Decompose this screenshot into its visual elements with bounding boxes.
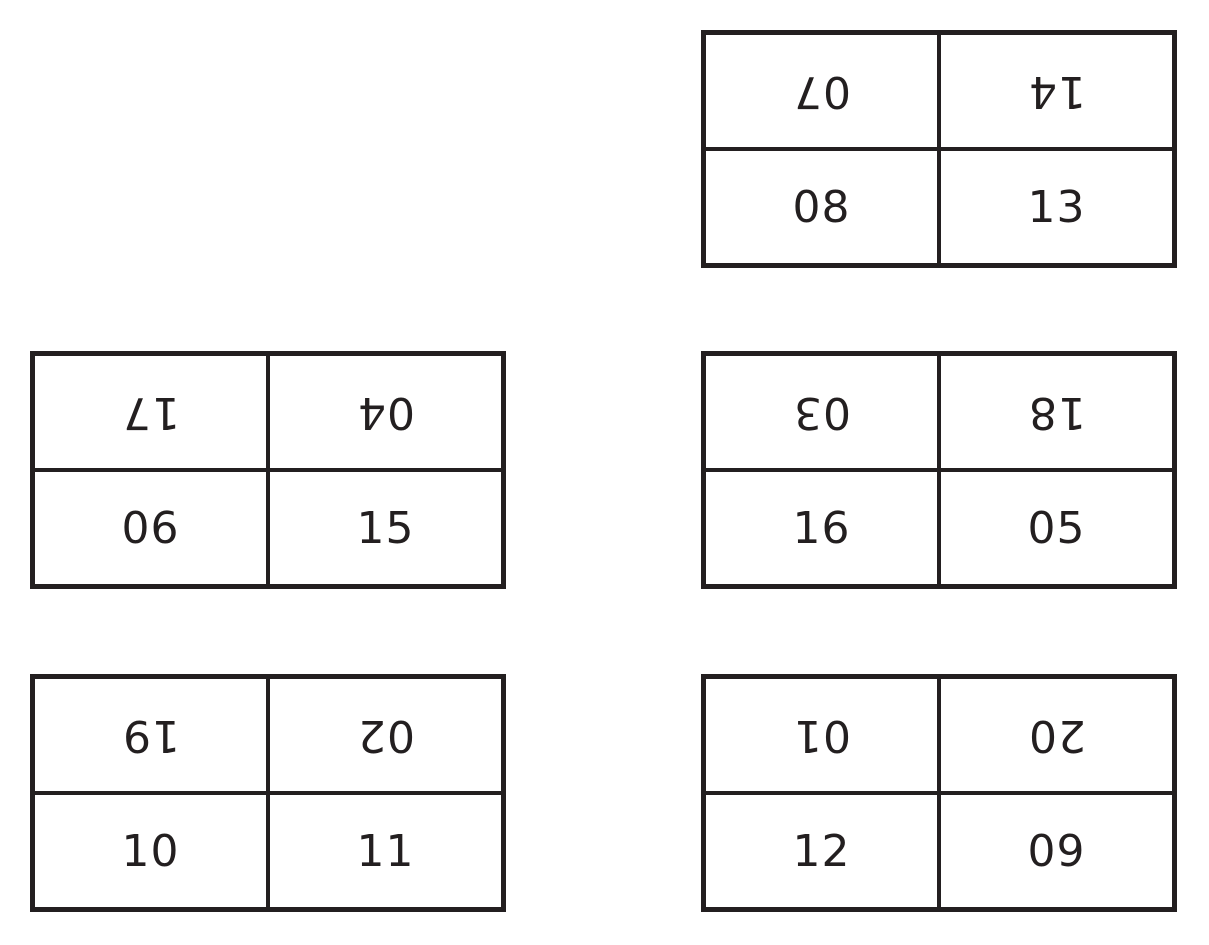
seat-cell: 09	[939, 793, 1172, 907]
seat-cell: 19	[35, 679, 268, 793]
seat-number-upside-down: 03	[792, 386, 851, 438]
seat-number: 13	[1027, 181, 1086, 233]
seat-number: 09	[1027, 825, 1086, 877]
seat-number: 08	[792, 181, 851, 233]
seat-number: 16	[792, 502, 851, 554]
seat-number-upside-down: 02	[356, 709, 415, 761]
seat-block-bottom-right: 01 20 12 09	[701, 674, 1177, 912]
seat-cell: 02	[268, 679, 501, 793]
seat-cell: 04	[268, 356, 501, 470]
seat-number: 12	[792, 825, 851, 877]
seat-cell: 14	[939, 35, 1172, 149]
seat-block-bottom-left: 19 02 10 11	[30, 674, 506, 912]
seat-number-upside-down: 18	[1027, 386, 1086, 438]
seat-number: 10	[121, 825, 180, 877]
seat-number-upside-down: 01	[792, 709, 851, 761]
seat-cell: 13	[939, 149, 1172, 263]
seat-number-upside-down: 20	[1027, 709, 1086, 761]
seat-block-middle-left: 17 04 06 15	[30, 351, 506, 589]
seat-cell: 10	[35, 793, 268, 907]
seat-number-upside-down: 19	[121, 709, 180, 761]
seat-cell: 03	[706, 356, 939, 470]
seat-number-upside-down: 17	[121, 386, 180, 438]
seat-block-middle-right: 03 18 16 05	[701, 351, 1177, 589]
seat-cell: 08	[706, 149, 939, 263]
seat-cell: 06	[35, 470, 268, 584]
seat-cell: 01	[706, 679, 939, 793]
seat-cell: 20	[939, 679, 1172, 793]
seat-number: 06	[121, 502, 180, 554]
seat-cell: 16	[706, 470, 939, 584]
seat-cell: 05	[939, 470, 1172, 584]
seat-number-upside-down: 14	[1027, 65, 1086, 117]
seat-cell: 07	[706, 35, 939, 149]
seat-number: 15	[356, 502, 415, 554]
seat-cell: 15	[268, 470, 501, 584]
seat-number-upside-down: 04	[356, 386, 415, 438]
seat-cell: 17	[35, 356, 268, 470]
seat-number-upside-down: 07	[792, 65, 851, 117]
seat-cell: 11	[268, 793, 501, 907]
seat-block-top-right: 07 14 08 13	[701, 30, 1177, 268]
seat-number: 11	[356, 825, 415, 877]
seat-number: 05	[1027, 502, 1086, 554]
seat-cell: 18	[939, 356, 1172, 470]
seat-cell: 12	[706, 793, 939, 907]
